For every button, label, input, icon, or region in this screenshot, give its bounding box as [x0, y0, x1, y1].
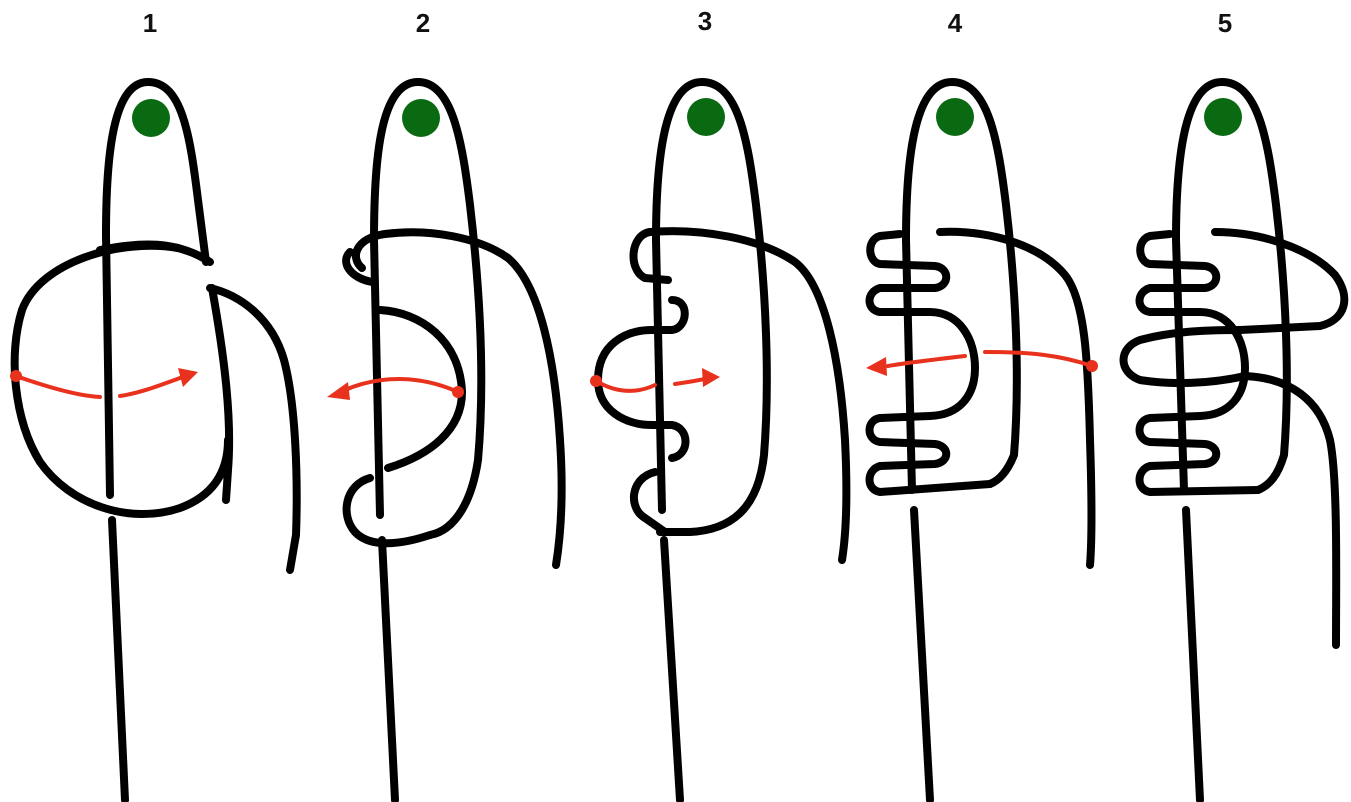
step-3-upper-wraps — [598, 232, 686, 458]
step-1-arrow — [16, 376, 180, 397]
step-5-tail — [1245, 376, 1336, 645]
step-2-arrow — [345, 379, 458, 392]
step-1-arrow-start — [10, 370, 22, 382]
step-4-arrow-start — [1086, 360, 1098, 372]
step-4-anchor-dot — [936, 98, 974, 136]
step-2-bight — [346, 252, 462, 468]
step-4-coils — [870, 234, 991, 492]
step-1-arrowhead — [178, 368, 198, 387]
step-label-3: 3 — [698, 6, 712, 36]
step-4-arrow — [888, 352, 1092, 366]
step-3-anchor-dot — [687, 98, 725, 136]
step-label-5: 5 — [1218, 8, 1232, 38]
step-3-main-loop — [656, 82, 767, 800]
step-1-anchor-dot — [132, 99, 170, 137]
step-5-coils — [1140, 234, 1259, 492]
step-2-arrow-start — [452, 386, 464, 398]
step-3-diagram — [590, 82, 846, 800]
step-1-diagram — [10, 82, 297, 800]
step-1-main-loop — [106, 82, 229, 800]
step-3-arrow — [596, 379, 705, 391]
step-5-anchor-dot — [1204, 98, 1242, 136]
step-5-diagram — [1124, 82, 1345, 800]
step-2-bottom-wrap — [347, 478, 430, 543]
step-3-arrowhead — [702, 368, 720, 387]
step-label-4: 4 — [948, 8, 963, 38]
step-2-arrowhead — [327, 382, 350, 400]
step-2-diagram — [327, 82, 562, 800]
step-1-wrap-top — [100, 244, 210, 262]
step-label-1: 1 — [143, 8, 157, 38]
step-2-main-loop — [374, 82, 481, 800]
step-4-diagram — [866, 82, 1098, 800]
step-3-wrap — [650, 231, 846, 560]
step-1-wrap-circle — [15, 246, 297, 570]
step-4-arrowhead — [866, 357, 887, 376]
step-3-arrow-start — [590, 375, 602, 387]
step-label-2: 2 — [416, 8, 430, 38]
step-2-anchor-dot — [402, 99, 440, 137]
